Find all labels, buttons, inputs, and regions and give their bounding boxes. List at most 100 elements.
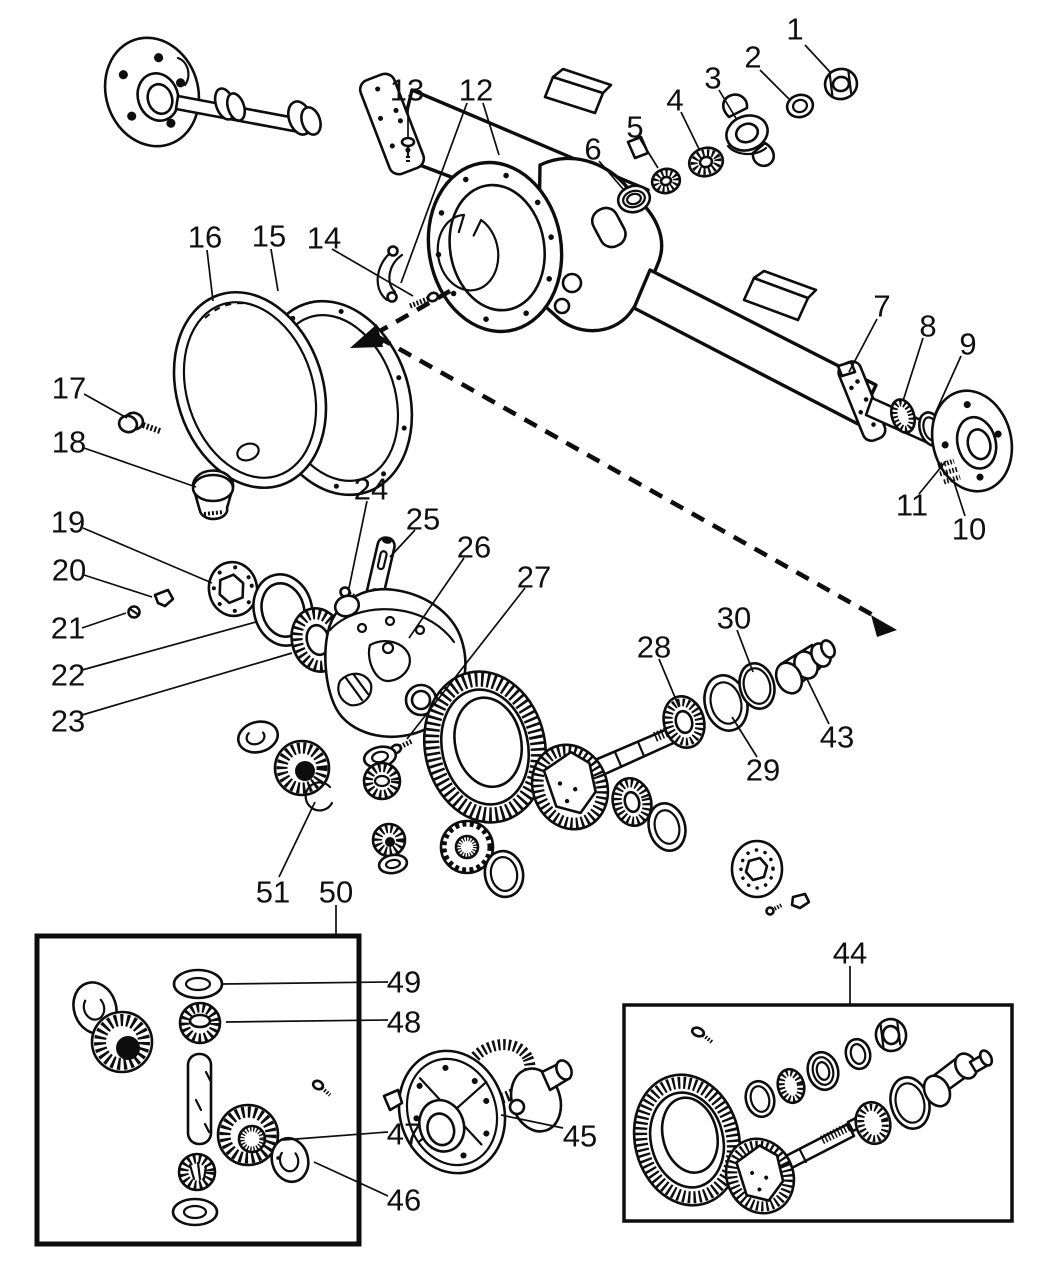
pinion-rear-bearing bbox=[611, 777, 653, 827]
spider-gear-top bbox=[362, 761, 402, 801]
carrier-tab bbox=[382, 1088, 404, 1112]
leader-line-51 bbox=[278, 801, 316, 878]
hub-flange-right bbox=[930, 389, 1014, 493]
callout-47: 47 bbox=[387, 1117, 421, 1152]
leader-line-49 bbox=[221, 981, 389, 985]
leader-line-15 bbox=[270, 248, 279, 292]
hose-bracket bbox=[376, 245, 404, 303]
differential-parts bbox=[236, 587, 836, 916]
kit-spider-gear-2 bbox=[177, 1152, 217, 1192]
tone-ring bbox=[730, 839, 784, 899]
splined-hub bbox=[439, 819, 495, 875]
pinion-nut bbox=[823, 67, 859, 101]
kit-side-gear-left bbox=[90, 1010, 154, 1074]
callout-2: 2 bbox=[744, 40, 761, 75]
leader-line-9 bbox=[933, 355, 962, 417]
seal-43 bbox=[774, 639, 836, 695]
callout-10: 10 bbox=[952, 512, 986, 547]
spider-cluster bbox=[236, 720, 525, 899]
callout-21: 21 bbox=[51, 611, 85, 646]
leader-line-25 bbox=[389, 529, 416, 558]
callout-20: 20 bbox=[52, 553, 86, 588]
leader-line-16 bbox=[206, 249, 214, 302]
leader-line-30 bbox=[736, 629, 754, 673]
callout-18: 18 bbox=[52, 425, 86, 460]
cover-bolt bbox=[117, 411, 161, 434]
side-gear bbox=[273, 739, 331, 797]
spider-gear-bottom bbox=[371, 822, 407, 858]
set-bearing-small bbox=[776, 1067, 806, 1105]
leader-line-7 bbox=[848, 318, 878, 373]
callout-29: 29 bbox=[746, 753, 780, 788]
callout-11: 11 bbox=[896, 488, 928, 523]
callout-30: 30 bbox=[717, 601, 751, 636]
shaft-collar-left bbox=[286, 100, 322, 136]
callout-48: 48 bbox=[387, 1005, 421, 1040]
callout-16: 16 bbox=[188, 220, 222, 255]
callout-layer: 1234567891011121314151617181920212223242… bbox=[51, 12, 986, 1218]
insertion-arrow bbox=[350, 289, 897, 637]
callout-25: 25 bbox=[406, 502, 440, 537]
kit-spider-gear-48 bbox=[178, 1001, 222, 1045]
leader-line-14 bbox=[331, 248, 414, 297]
leader-line-27 bbox=[406, 587, 526, 740]
leader-line-17 bbox=[83, 393, 128, 419]
leader-line-45 bbox=[500, 1114, 564, 1129]
leader-line-28 bbox=[658, 658, 680, 708]
callout-49: 49 bbox=[387, 965, 421, 1000]
callout-7: 7 bbox=[873, 289, 890, 324]
shaft-bearing-right bbox=[889, 398, 917, 434]
leader-line-5 bbox=[639, 138, 659, 169]
vent-screw bbox=[400, 136, 416, 164]
cover-gasket-group bbox=[172, 290, 414, 497]
leader-line-8 bbox=[902, 337, 924, 402]
callout-4: 4 bbox=[666, 83, 683, 118]
clip-screw bbox=[127, 605, 141, 619]
kit-screw bbox=[311, 1079, 332, 1097]
pinion-seal bbox=[616, 184, 652, 214]
pinion-washer bbox=[785, 93, 815, 119]
axle-c-clip bbox=[304, 781, 334, 812]
kit-washer-bottom bbox=[171, 1197, 219, 1227]
housing-hole-b bbox=[553, 297, 571, 315]
leader-line-11 bbox=[918, 460, 947, 495]
pinion-yoke bbox=[722, 93, 775, 168]
callout-27: 27 bbox=[517, 560, 551, 595]
callout-12: 12 bbox=[459, 73, 493, 108]
callout-24: 24 bbox=[354, 472, 388, 507]
leader-line-43 bbox=[806, 678, 830, 725]
leader-line-26 bbox=[408, 557, 465, 639]
wheel-studs bbox=[937, 458, 961, 485]
callout-17: 17 bbox=[52, 371, 86, 406]
set-nut bbox=[874, 1017, 908, 1053]
leader-line-4 bbox=[680, 111, 700, 150]
callout-23: 23 bbox=[51, 704, 85, 739]
set-bearing-race bbox=[806, 1050, 840, 1092]
callout-28: 28 bbox=[637, 630, 671, 665]
callout-1: 1 bbox=[786, 12, 803, 47]
kit-washer-46 bbox=[270, 1136, 310, 1184]
pinion-nose bbox=[590, 206, 627, 249]
set-seal bbox=[744, 1079, 776, 1119]
set-washer bbox=[844, 1037, 872, 1071]
leader-line-46 bbox=[313, 1161, 389, 1197]
spider-washer-bottom bbox=[377, 853, 409, 875]
spider-kit-box bbox=[34, 933, 362, 1247]
callout-19: 19 bbox=[51, 505, 85, 540]
set-ring-gear bbox=[632, 1073, 742, 1207]
carrier-stud bbox=[508, 1098, 526, 1116]
kit-thrust-washer-49 bbox=[172, 968, 224, 1000]
leader-line-21 bbox=[81, 612, 127, 629]
flange-clip bbox=[836, 360, 857, 378]
diff-cover bbox=[172, 290, 328, 490]
leader-line-19 bbox=[82, 527, 213, 584]
tiny-screw-clip bbox=[765, 892, 811, 916]
retainer-clip bbox=[153, 588, 175, 608]
carrier-face bbox=[426, 160, 564, 334]
spring-perch-left bbox=[543, 67, 613, 115]
stud-14 bbox=[409, 291, 440, 309]
bearing-retainer bbox=[207, 560, 259, 618]
hub-washer bbox=[483, 849, 525, 899]
